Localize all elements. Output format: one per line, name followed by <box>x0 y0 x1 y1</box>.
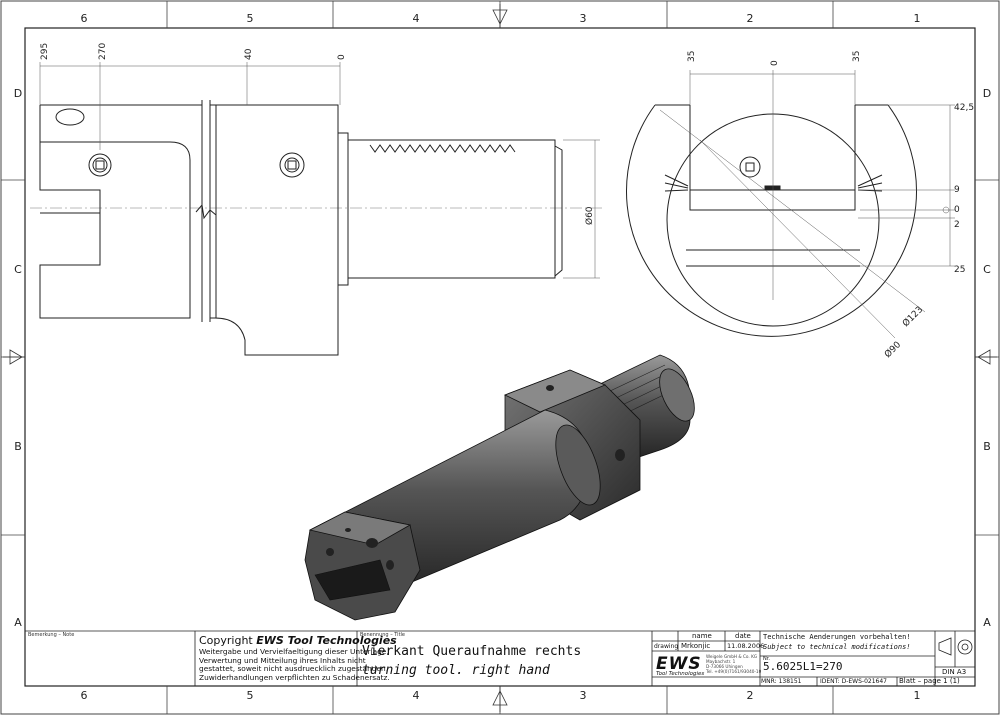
drawn-by: Mrkonjic <box>681 642 711 650</box>
dim-40: 40 <box>244 48 254 60</box>
col-label: 6 <box>81 12 88 25</box>
dim-25: 25 <box>954 265 965 275</box>
copyright-line: gestattet, soweit nicht ausdruecklich zu… <box>199 664 389 673</box>
row-label: B <box>983 440 991 453</box>
front-dim-labels: 35 0 35 42,5 9 0 2 25 Ø123 Ø90 <box>687 51 974 361</box>
col-label: 2 <box>747 12 754 25</box>
grid-labels: 6 5 4 3 2 1 6 5 4 3 2 1 D C B A D C B A <box>14 12 991 702</box>
col-label: 2 <box>747 689 754 702</box>
company-logo: EWS <box>656 654 702 674</box>
col-label: 1 <box>914 12 921 25</box>
row-drawing: drawing <box>654 643 679 650</box>
dim-0-right: 0 <box>954 205 960 215</box>
col-label: 6 <box>81 689 88 702</box>
drawn-date: 11.08.2006 <box>727 642 765 650</box>
col-label: 5 <box>247 12 254 25</box>
centering-marks <box>3 4 997 712</box>
note-english: Subject to technical modifications! <box>763 643 911 651</box>
dim-0-center: 0 <box>770 60 780 66</box>
copyright-text: Weitergabe und Vervielfaeltigung dieser … <box>199 647 390 682</box>
company-sub: Tool Technologies <box>656 671 705 677</box>
side-dim-labels: 295 270 40 0 Ø60 <box>40 43 595 225</box>
row-label: C <box>14 263 22 276</box>
dim-diameter-123: Ø123 <box>900 304 925 329</box>
col-name: name <box>692 632 712 640</box>
nr-label: Nr. <box>763 656 770 662</box>
row-label: C <box>983 263 991 276</box>
copyright-title: Copyright EWS Tool Technologies <box>199 634 397 647</box>
row-label: A <box>14 616 22 629</box>
dim-295: 295 <box>40 43 50 60</box>
paper-format: DIN A3 <box>942 668 967 676</box>
dim-9: 9 <box>954 185 960 195</box>
col-label: 1 <box>914 689 921 702</box>
row-label: D <box>983 87 991 100</box>
dim-0: 0 <box>337 54 347 60</box>
row-label: D <box>14 87 22 100</box>
front-view <box>626 104 917 337</box>
dim-35-left: 35 <box>687 51 697 62</box>
title-block-grid <box>25 630 975 686</box>
copyright-brand: EWS Tool Technologies <box>256 634 397 647</box>
title-german: Vierkant Queraufnahme rechts <box>362 644 582 659</box>
isometric-view <box>304 354 695 621</box>
note-label: Bemerkung – Note <box>28 632 75 638</box>
dim-270: 270 <box>98 43 108 60</box>
part-number: 5.6025L1=270 <box>763 660 843 673</box>
title-english: turning tool. right hand <box>362 663 550 678</box>
col-label: 3 <box>580 689 587 702</box>
sheet-number: Blatt – page 1 (1) <box>899 677 960 685</box>
projection-symbol-icon <box>938 637 973 656</box>
row-label: B <box>14 440 22 453</box>
col-label: 5 <box>247 689 254 702</box>
address-line: D-73066 Uhingen <box>706 664 743 669</box>
ident: IDENT: D-EWS-021647 <box>820 678 887 685</box>
side-dimensions <box>39 62 600 279</box>
dim-42-5: 42,5 <box>954 103 974 113</box>
dim-diameter-90: Ø90 <box>882 339 903 360</box>
dim-2: 2 <box>954 220 960 230</box>
row-label: A <box>983 616 991 629</box>
dim-35-right: 35 <box>852 51 862 62</box>
address-line: Weigele GmbH & Co. KG <box>706 654 758 659</box>
inner-frame <box>24 27 976 687</box>
col-label: 4 <box>413 689 420 702</box>
address-line: Tel. +49(0)7161/93040-10 <box>706 669 762 674</box>
col-label: 3 <box>580 12 587 25</box>
copyright-line: Weitergabe und Vervielfaeltigung dieser … <box>199 647 389 656</box>
copyright-line: Zuwiderhandlungen verpflichten zu Schade… <box>199 672 390 682</box>
side-view <box>30 100 605 356</box>
mnr: MNR: 138151 <box>761 678 802 685</box>
note-german: Technische Aenderungen vorbehalten! <box>763 633 911 641</box>
dim-diameter-60: Ø60 <box>584 206 595 225</box>
company-address: Weigele GmbH & Co. KG Maybachstr. 1 D-73… <box>706 654 761 674</box>
title-label: Benennung – Title <box>360 632 405 638</box>
copyright-prefix: Copyright <box>199 634 257 647</box>
col-date: date <box>735 632 751 640</box>
copyright-line: Verwertung und Mitteilung ihres Inhalts … <box>199 655 366 665</box>
col-label: 4 <box>413 12 420 25</box>
front-dimensions <box>659 70 955 339</box>
address-line: Maybachstr. 1 <box>706 659 736 664</box>
